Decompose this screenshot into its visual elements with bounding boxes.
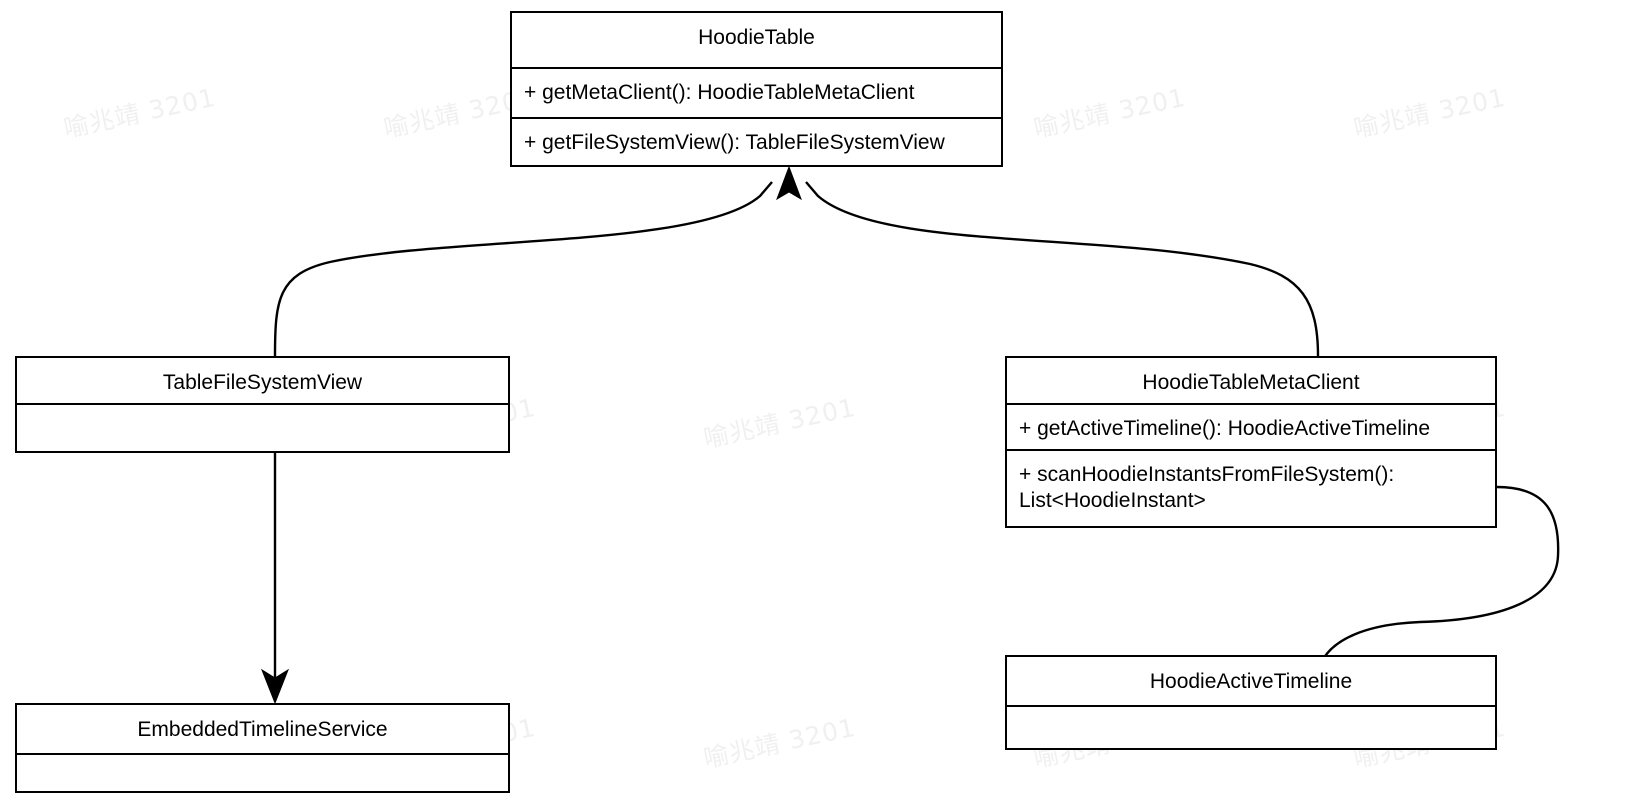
- class-member-table-file-system-view-1: [17, 405, 508, 451]
- class-box-hoodie-table-meta-client[interactable]: HoodieTableMetaClient + getActiveTimelin…: [1005, 356, 1497, 528]
- edge-tablefilesystemview-to-hoodietable: [273, 181, 773, 357]
- arrowhead-into-embeddedtimelineservice: [260, 668, 290, 705]
- class-box-table-file-system-view[interactable]: TableFileSystemView: [15, 356, 510, 453]
- class-name-embedded-timeline-service: EmbeddedTimelineService: [17, 705, 508, 755]
- watermark-text: 喻兆靖 3201: [701, 712, 859, 774]
- class-name-table-file-system-view: TableFileSystemView: [17, 358, 508, 405]
- class-member-hoodie-table-meta-client-1: + getActiveTimeline(): HoodieActiveTimel…: [1007, 405, 1495, 451]
- class-box-hoodie-active-timeline[interactable]: HoodieActiveTimeline: [1005, 655, 1497, 750]
- arrowhead-into-hoodietable: [776, 165, 802, 201]
- watermark-text: 喻兆靖 3201: [1031, 82, 1189, 144]
- watermark-text: 喻兆靖 3201: [61, 82, 219, 144]
- class-box-hoodie-table[interactable]: HoodieTable + getMetaClient(): HoodieTab…: [510, 11, 1003, 167]
- class-member-hoodie-table-meta-client-2: + scanHoodieInstantsFromFileSystem(): Li…: [1019, 463, 1395, 513]
- edge-hoodietablemetaclient-to-hoodietable: [805, 181, 1320, 357]
- class-member-hoodie-table-1: + getMetaClient(): HoodieTableMetaClient: [512, 69, 1001, 119]
- class-box-embedded-timeline-service[interactable]: EmbeddedTimelineService: [15, 703, 510, 793]
- watermark-text: 喻兆靖 3201: [701, 392, 859, 454]
- class-name-hoodie-table-meta-client: HoodieTableMetaClient: [1007, 358, 1495, 405]
- class-name-hoodie-table: HoodieTable: [512, 13, 1001, 69]
- class-member-hoodie-table-2: + getFileSystemView(): TableFileSystemVi…: [524, 131, 945, 154]
- class-name-hoodie-active-timeline: HoodieActiveTimeline: [1007, 657, 1495, 707]
- class-member-embedded-timeline-service-1: [17, 755, 508, 791]
- watermark-text: 喻兆靖 3201: [1351, 82, 1509, 144]
- class-member-hoodie-active-timeline-1: [1007, 707, 1495, 748]
